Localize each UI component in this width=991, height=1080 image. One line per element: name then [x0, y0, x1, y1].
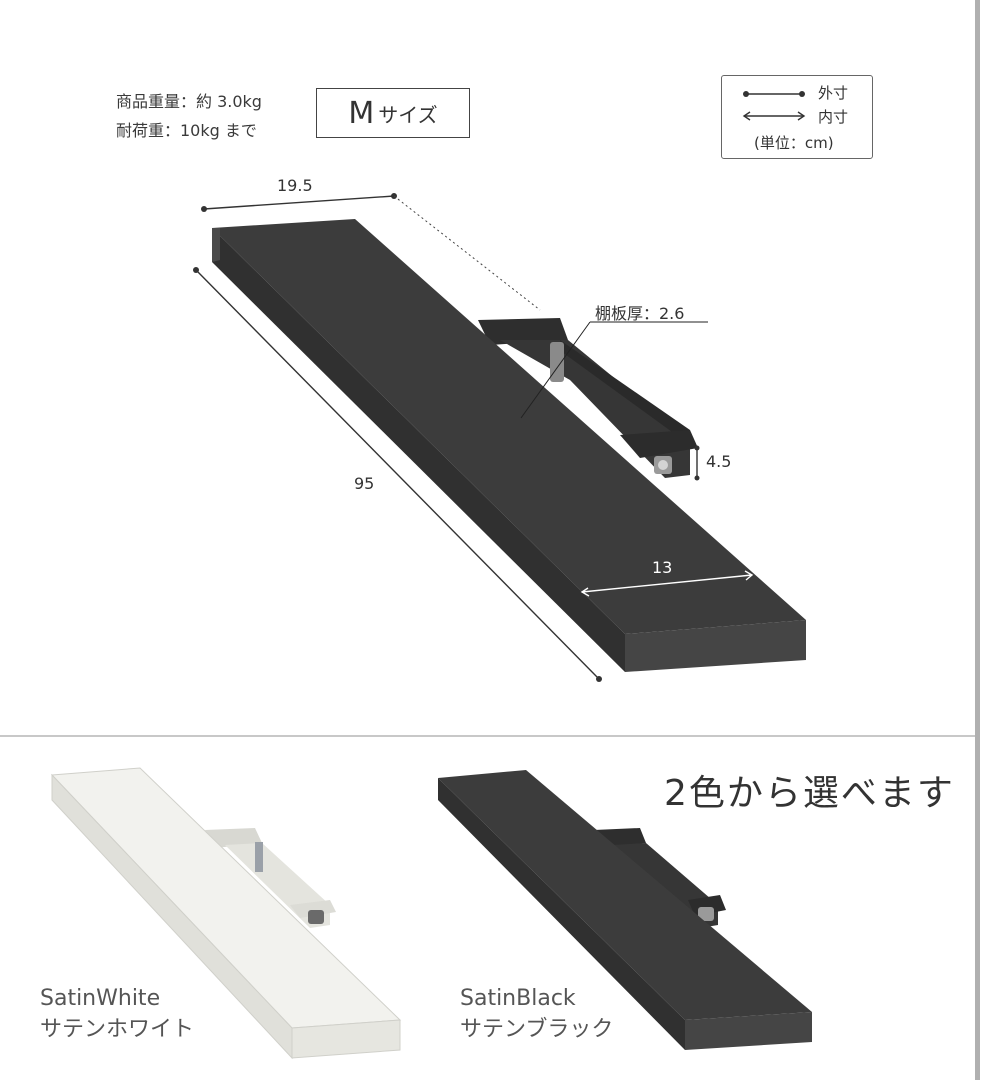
black-variant-name-en: SatinBlack — [460, 986, 576, 1011]
inner-dimension-icon — [742, 111, 806, 121]
width-dimension-label: 95 — [354, 474, 375, 493]
inner-depth-label: 13 — [652, 558, 673, 577]
legend-unit-label: (単位：cm) — [754, 134, 834, 152]
size-suffix: サイズ — [378, 102, 438, 127]
thickness-dimension-label: 棚板厚：2.6 — [595, 304, 685, 323]
black-shelf-drawing — [438, 770, 812, 1050]
white-variant-label: SatinWhite サテンホワイト — [40, 983, 194, 1045]
white-shelf-drawing — [50, 767, 402, 1060]
size-badge: M サイズ — [316, 88, 470, 138]
white-variant-name-en: SatinWhite — [40, 986, 161, 1011]
white-variant-name-jp: サテンホワイト — [40, 1017, 195, 1042]
outer-dimension-icon — [743, 91, 805, 97]
load-capacity-spec: 耐荷重：10kg まで — [116, 121, 257, 140]
black-variant-name-jp: サテンブラック — [460, 1017, 614, 1042]
section-divider — [0, 735, 975, 737]
dimension-legend: 外寸 内寸 (単位：cm) — [721, 75, 873, 159]
color-options-headline: 2色から選べます — [664, 773, 955, 814]
black-variant-label: SatinBlack サテンブラック — [460, 983, 613, 1045]
weight-spec: 商品重量：約 3.0kg — [116, 92, 262, 111]
bracket-height-label: 4.5 — [706, 452, 732, 471]
main-shelf-drawing — [212, 219, 806, 672]
legend-inner-label: 内寸 — [818, 108, 849, 126]
legend-arrows — [742, 91, 806, 121]
size-letter: M — [348, 95, 375, 131]
page-edge-bar — [975, 0, 980, 1080]
legend-outer-label: 外寸 — [818, 84, 849, 102]
depth-dimension-label: 19.5 — [277, 176, 313, 195]
dimension-lines — [193, 193, 754, 682]
